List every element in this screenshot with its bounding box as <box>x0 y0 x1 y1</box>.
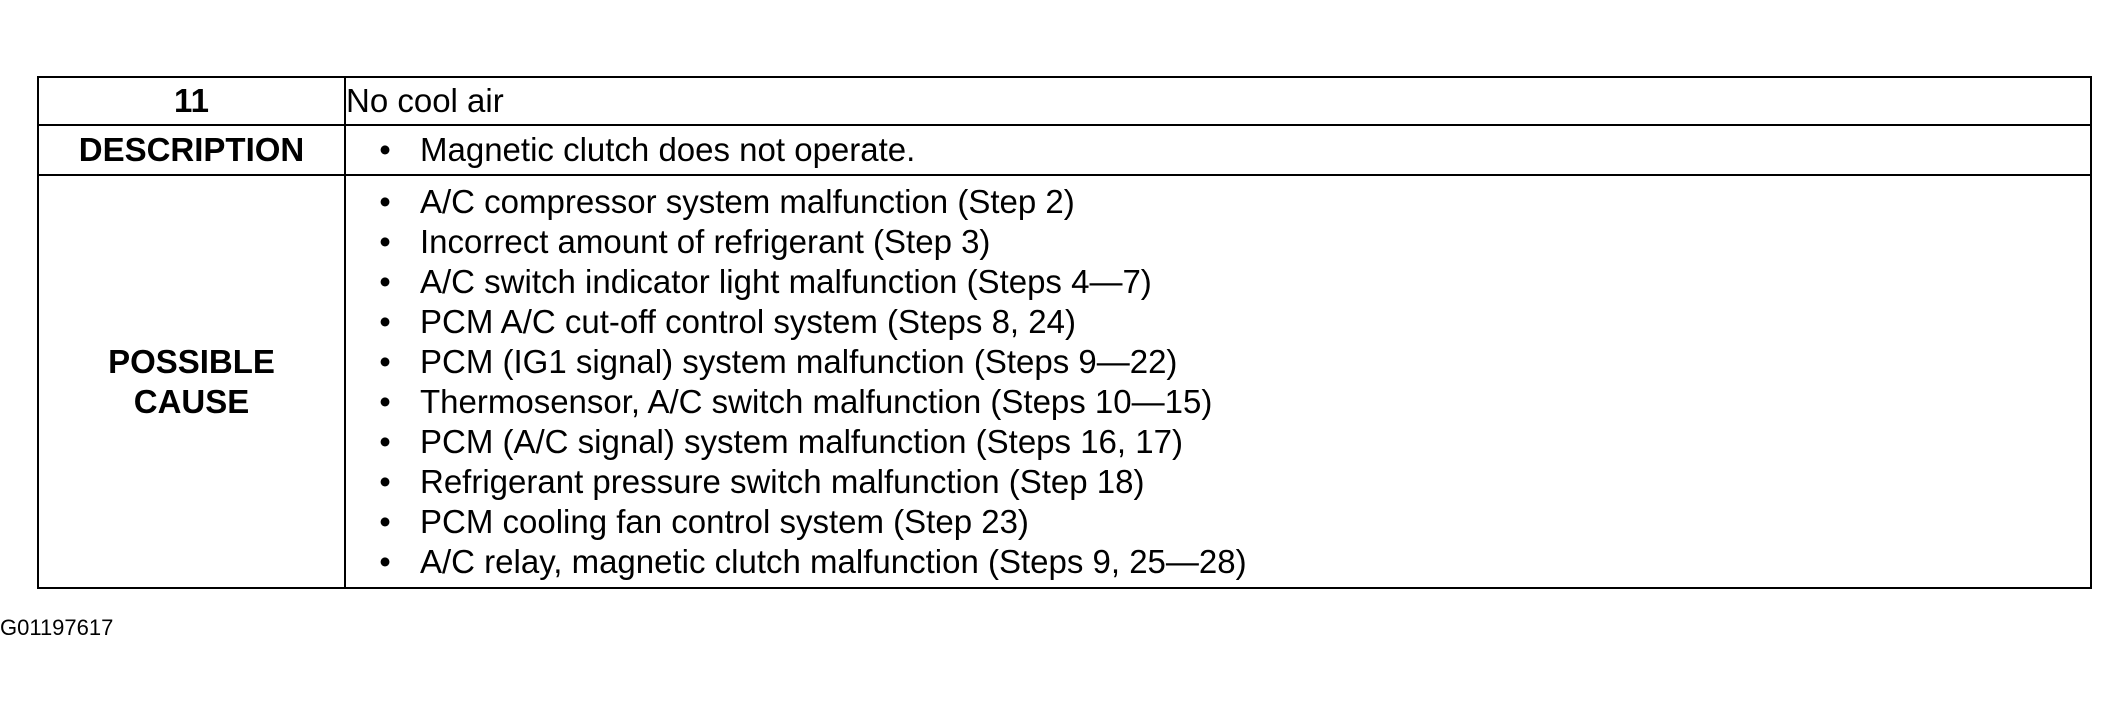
list-item: • A/C compressor system malfunction (Step… <box>370 182 2090 222</box>
bullet-icon: • <box>379 262 391 300</box>
bullet-icon: • <box>379 502 391 540</box>
bullet-icon: • <box>379 302 391 340</box>
troubleshooting-table: 11 No cool air DESCRIPTION • Magnetic clu… <box>37 76 2092 589</box>
possible-cause-label-line1: POSSIBLE <box>108 342 275 380</box>
possible-cause-label: POSSIBLE CAUSE <box>37 174 346 589</box>
header-row: 11 No cool air <box>37 76 2092 126</box>
list-item: • PCM A/C cut-off control system (Steps 8… <box>370 302 2090 342</box>
list-item: • PCM (IG1 signal) system malfunction (St… <box>370 342 2090 382</box>
bullet-icon: • <box>379 462 391 500</box>
possible-cause-label-line2: CAUSE <box>133 382 250 420</box>
cause-text: Incorrect amount of refrigerant (Step 3) <box>420 222 991 260</box>
list-item: • PCM (A/C signal) system malfunction (St… <box>370 422 2090 462</box>
list-item: • PCM cooling fan control system (Step 23… <box>370 502 2090 542</box>
list-item: • Magnetic clutch does not operate. <box>370 130 2090 170</box>
trouble-number: 11 <box>37 76 346 126</box>
description-list: • Magnetic clutch does not operate. <box>346 126 2090 174</box>
cause-text: A/C switch indicator light malfunction (… <box>420 262 1152 300</box>
trouble-title: No cool air <box>344 76 2092 126</box>
bullet-icon: • <box>379 222 391 260</box>
cause-text: A/C compressor system malfunction (Step … <box>420 182 1075 220</box>
bullet-icon: • <box>379 422 391 460</box>
cause-text: Thermosensor, A/C switch malfunction (St… <box>420 382 1213 420</box>
list-item: • A/C relay, magnetic clutch malfunction … <box>370 542 2090 582</box>
description-cell: • Magnetic clutch does not operate. <box>344 124 2092 176</box>
list-item: • A/C switch indicator light malfunction … <box>370 262 2090 302</box>
description-row: DESCRIPTION • Magnetic clutch does not op… <box>37 124 2092 176</box>
bullet-icon: • <box>379 542 391 580</box>
bullet-icon: • <box>379 382 391 420</box>
cause-text: PCM (A/C signal) system malfunction (Ste… <box>420 422 1183 460</box>
cause-text: PCM A/C cut-off control system (Steps 8,… <box>420 302 1076 340</box>
description-label: DESCRIPTION <box>37 124 346 176</box>
bullet-icon: • <box>379 131 391 168</box>
bullet-icon: • <box>379 342 391 380</box>
description-text: Magnetic clutch does not operate. <box>420 131 916 168</box>
cause-text: A/C relay, magnetic clutch malfunction (… <box>420 542 1247 580</box>
cause-list: • A/C compressor system malfunction (Step… <box>346 178 2090 586</box>
cause-text: PCM (IG1 signal) system malfunction (Ste… <box>420 342 1178 380</box>
possible-cause-row: POSSIBLE CAUSE • A/C compressor system ma… <box>37 174 2092 589</box>
list-item: • Thermosensor, A/C switch malfunction (S… <box>370 382 2090 422</box>
bullet-icon: • <box>379 182 391 220</box>
cause-text: Refrigerant pressure switch malfunction … <box>420 462 1145 500</box>
list-item: • Incorrect amount of refrigerant (Step 3… <box>370 222 2090 262</box>
possible-cause-cell: • A/C compressor system malfunction (Step… <box>344 174 2092 589</box>
cause-text: PCM cooling fan control system (Step 23) <box>420 502 1029 540</box>
figure-id: G01197617 <box>0 615 114 640</box>
list-item: • Refrigerant pressure switch malfunction… <box>370 462 2090 502</box>
